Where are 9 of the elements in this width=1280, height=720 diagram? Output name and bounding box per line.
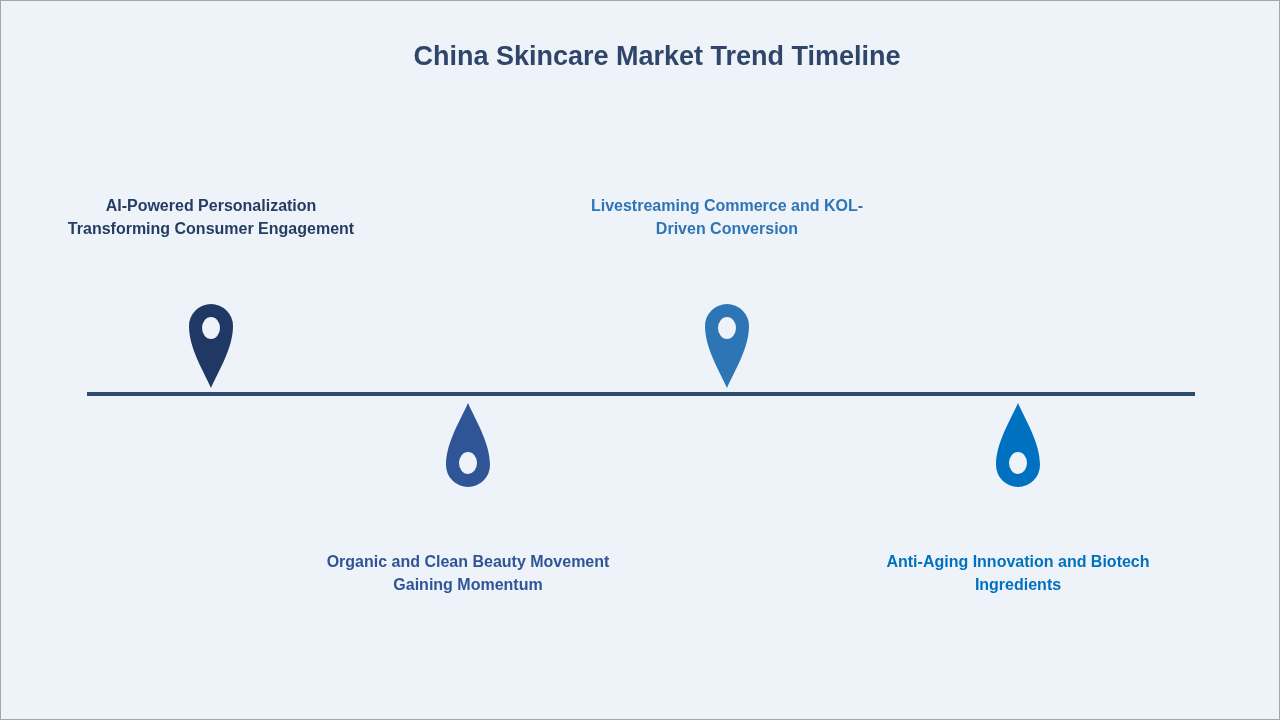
map-pin-icon [446, 403, 490, 487]
milestone-label: Anti-Aging Innovation and Biotech Ingredients [885, 552, 1151, 595]
milestone-label: AI-Powered Personalization Transforming Consumer Engagement [66, 196, 356, 239]
milestone-label: Organic and Clean Beauty Movement Gaining Momentum [325, 552, 611, 595]
map-pin-icon [189, 304, 233, 388]
diagram-title: China Skincare Market Trend Timeline [412, 41, 902, 72]
map-pin-icon [705, 304, 749, 388]
map-pin-icon [996, 403, 1040, 487]
milestone-label: Livestreaming Commerce and KOL-Driven Conversion [589, 196, 865, 239]
